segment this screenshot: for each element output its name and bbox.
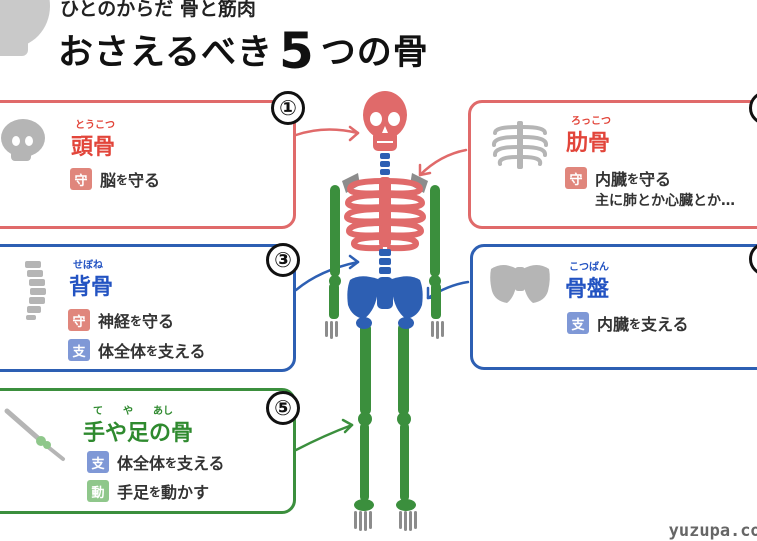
- role-spine-protect: 守 神経を守る: [68, 308, 174, 332]
- ribs-note: 主に肺とか心臓とか…: [595, 193, 735, 209]
- badge-support: 支: [87, 451, 109, 473]
- badge-support: 支: [567, 312, 589, 334]
- bone-name-ribs: 肋骨: [566, 131, 611, 156]
- card-skull: とうこつ 頭骨 守 脳を守る: [0, 100, 296, 229]
- badge-protect: 守: [70, 168, 92, 190]
- number-badge-5: ⑤: [266, 391, 300, 425]
- ruby-ribs: ろっこつ: [571, 116, 611, 127]
- pelvis-icon: [490, 265, 550, 303]
- title-number: 5: [278, 22, 315, 80]
- card-spine: せぼね 背骨 守 神経を守る 支 体全体を支える: [0, 244, 296, 372]
- card-ribs: ろっこつ 肋骨 守 内臓を守る 主に肺とか心臓とか…: [468, 100, 757, 229]
- skull-icon: [1, 119, 45, 161]
- badge-move: 動: [87, 480, 109, 502]
- role-limbs-move: 動 手足を動かす: [87, 479, 209, 503]
- role-spine-support: 支 体全体を支える: [68, 338, 206, 362]
- card-pelvis: こつばん 骨盤 支 内臓を支える: [470, 244, 757, 370]
- title-after: つの骨: [320, 33, 429, 73]
- bone-name-skull: 頭骨: [71, 135, 116, 160]
- spine-icon: [25, 261, 46, 320]
- ruby-skull: とうこつ: [75, 120, 115, 131]
- badge-protect: 守: [68, 309, 90, 331]
- card-limbs: て や あし 手や足の骨 支 体全体を支える 動 手足を動かす: [0, 388, 296, 514]
- skull-header-icon: [0, 0, 50, 56]
- role-skull-protect: 守 脳を守る: [70, 167, 160, 191]
- ruby-spine: せぼね: [73, 260, 103, 271]
- number-badge-1: ①: [271, 91, 305, 125]
- role-ribs-protect: 守 内臓を守る: [565, 166, 671, 190]
- role-pelvis-support: 支 内臓を支える: [567, 311, 689, 335]
- page-subtitle: ひとのからだ 骨と筋肉: [60, 0, 256, 20]
- bone-name-limbs: 手や足の骨: [83, 421, 194, 446]
- role-limbs-support: 支 体全体を支える: [87, 450, 225, 474]
- bone-name-pelvis: 骨盤: [565, 277, 610, 302]
- bone-name-spine: 背骨: [69, 275, 114, 300]
- ruby-pelvis: こつばん: [569, 262, 609, 273]
- ruby-limbs: て や あし: [93, 406, 173, 417]
- badge-support: 支: [68, 339, 90, 361]
- skeleton-illustration: [325, 91, 444, 531]
- title-before: おさえるべき: [58, 33, 273, 73]
- ribcage-icon: [492, 121, 548, 169]
- badge-protect: 守: [565, 167, 587, 189]
- site-watermark: yuzupa.com: [668, 521, 757, 541]
- limb-bone-icon: [4, 408, 65, 461]
- number-badge-3: ③: [266, 243, 300, 277]
